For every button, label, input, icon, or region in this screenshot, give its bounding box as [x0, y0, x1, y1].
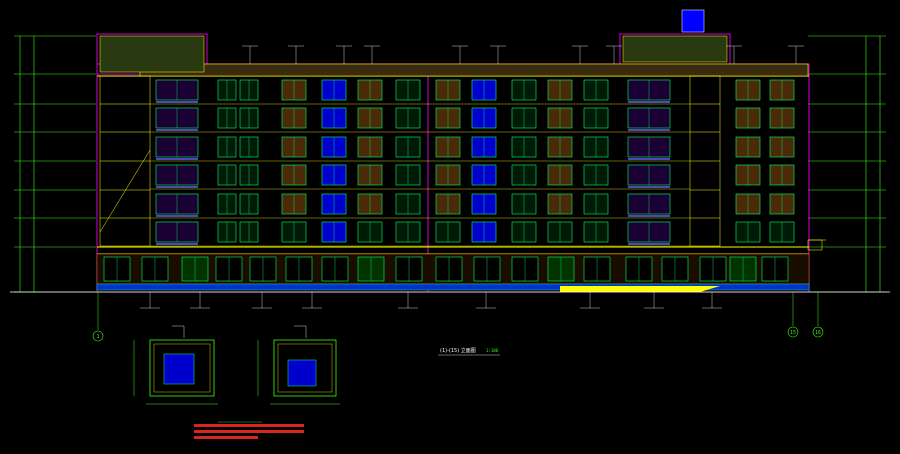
ground-floor-shopfronts [103, 256, 789, 282]
axis-bubble-15 [787, 326, 799, 338]
detail-notes [194, 421, 304, 439]
ground-floor [96, 239, 826, 292]
window-detail-2 [257, 325, 340, 405]
right-stair-tower [689, 75, 721, 247]
drawing-scale: 1:100 [486, 348, 499, 353]
roof-sign-icon [681, 9, 705, 33]
drawing-title-block: (1)-(15) 立面图 1:100 [438, 347, 500, 356]
facade-window-grid [150, 79, 795, 247]
parapet-band [99, 9, 809, 77]
axis-label-1: 1 [96, 334, 99, 340]
left-stair-tower [99, 75, 151, 247]
axis-markers: 1 15 16 [92, 292, 824, 342]
top-annotations [242, 45, 804, 64]
note-lines [194, 424, 304, 439]
right-dimension-chain [808, 35, 886, 293]
window-detail-1 [133, 325, 218, 405]
axis-label-15: 15 [790, 330, 796, 336]
axis-bubble-16 [812, 326, 824, 338]
axis-bubble-1 [92, 330, 104, 342]
axis-label-16: 16 [815, 330, 821, 336]
drawing-title: (1)-(15) 立面图 [440, 347, 476, 354]
left-dimension-chain [14, 35, 96, 293]
base-annotations [140, 292, 722, 309]
